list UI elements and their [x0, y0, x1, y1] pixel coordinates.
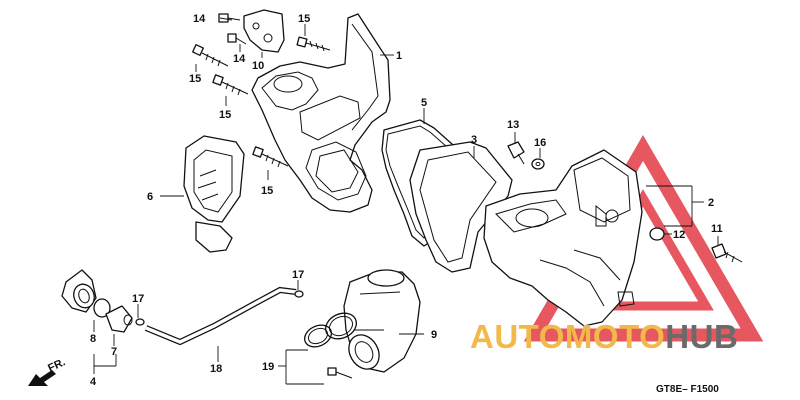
clip-17-a: [135, 318, 145, 326]
screw-15-c: [212, 74, 249, 96]
washer-16: [531, 158, 545, 170]
clamp-19-upper: [324, 312, 358, 340]
screw-15-b: [192, 44, 229, 67]
label-part-16: 16: [534, 137, 546, 149]
drain-tube: [144, 286, 297, 346]
label-part-17-a: 17: [292, 269, 304, 281]
arrow-icon: [28, 370, 56, 386]
watermark-part-moto: MOTO: [565, 318, 665, 355]
label-part-11: 11: [711, 223, 723, 235]
grommet-12: [649, 227, 665, 241]
label-part-18: 18: [210, 363, 222, 375]
watermark-logo: AUTOMOTOHUB: [470, 318, 738, 355]
connecting-tube: [343, 269, 421, 373]
label-part-12: 12: [673, 229, 685, 241]
label-part-3: 3: [471, 134, 477, 146]
clamp-screw: [327, 367, 353, 379]
drain-cap-4: [61, 269, 97, 313]
label-part-14-a: 14: [193, 13, 206, 25]
label-part-13: 13: [507, 119, 519, 131]
clip-17-b: [294, 290, 304, 298]
label-part-5: 5: [421, 97, 427, 109]
label-part-1: 1: [396, 50, 402, 62]
clamp-19-lower: [303, 324, 333, 348]
bolt-13: [507, 141, 525, 165]
label-part-6: 6: [147, 191, 153, 203]
label-part-17-b: 17: [132, 293, 144, 305]
label-part-19: 19: [262, 361, 274, 373]
label-part-15-c: 15: [219, 109, 231, 121]
front-direction-marker: FR.: [28, 356, 67, 386]
bolt-11: [711, 243, 743, 263]
front-direction-label: FR.: [46, 356, 67, 374]
label-part-2: 2: [708, 197, 714, 209]
svg-text:AUTOMOTOHUB: AUTOMOTOHUB: [470, 318, 738, 355]
drain-plug-7: [105, 305, 133, 333]
watermark-part-auto: AUTO: [470, 318, 565, 355]
label-part-15-b: 15: [189, 73, 201, 85]
label-part-4: 4: [90, 376, 97, 388]
screw-15-d: [252, 146, 289, 168]
screw-15-a: [296, 36, 331, 52]
label-part-15-d: 15: [261, 185, 273, 197]
intake-duct: [183, 135, 245, 253]
label-part-14-b: 14: [233, 53, 246, 65]
label-part-15-a: 15: [298, 13, 310, 25]
leader-lines: [93, 17, 719, 385]
label-part-10: 10: [252, 60, 264, 72]
label-part-8: 8: [90, 333, 96, 345]
diagram-code: GT8E– F1500: [656, 384, 719, 395]
air-cleaner-element: [409, 141, 513, 273]
label-part-9: 9: [431, 329, 437, 341]
bolt-14-b: [227, 33, 247, 45]
air-cleaner-cover: [251, 13, 391, 213]
bolt-14-a: [218, 13, 241, 23]
air-cleaner-case: [483, 149, 643, 327]
drain-ring-8: [93, 298, 111, 318]
label-part-7: 7: [111, 346, 117, 358]
bracket: [243, 9, 285, 53]
watermark-part-hub: HUB: [665, 318, 738, 355]
